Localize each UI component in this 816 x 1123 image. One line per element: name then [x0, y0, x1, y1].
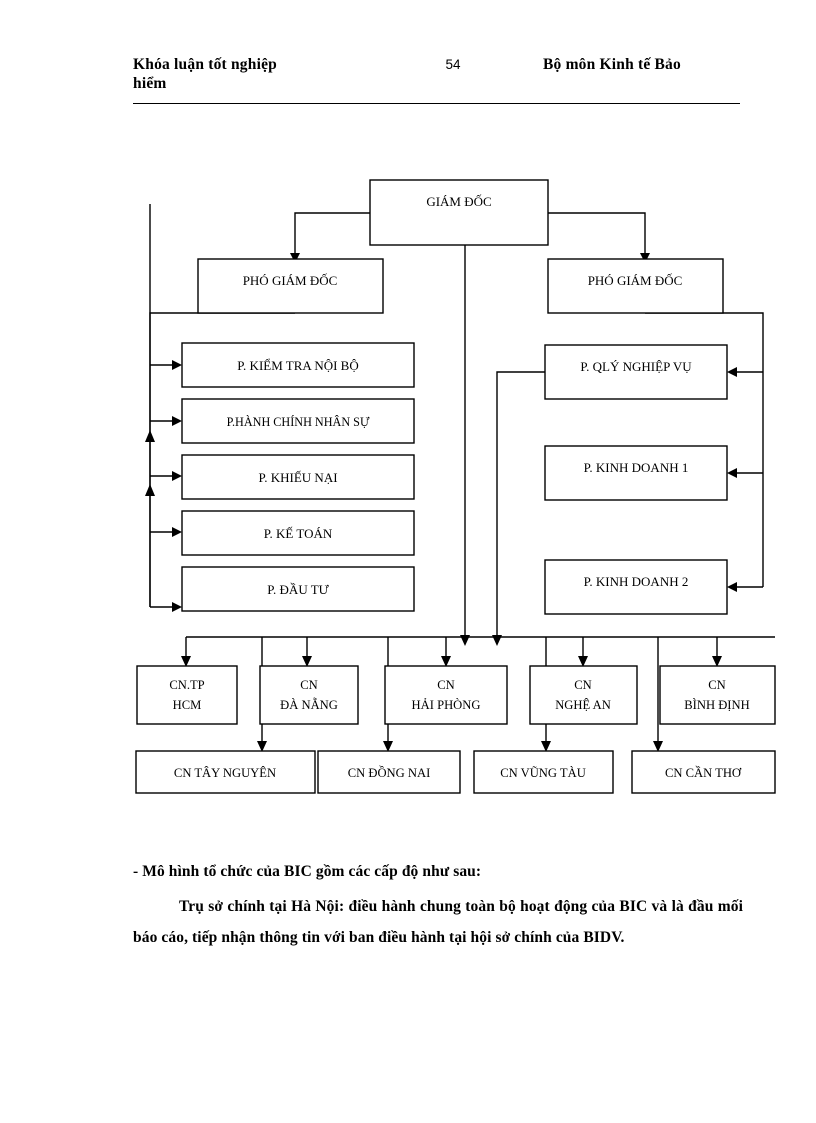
arrowhead-right-dept-3: [727, 582, 737, 592]
page-header: Khóa luận tốt nghiệp hiểm 54 Bộ môn Kinh…: [133, 55, 740, 105]
header-left-text: Khóa luận tốt nghiệp hiểm: [133, 55, 383, 93]
node-deputy-right[interactable]: PHÓ GIÁM ĐỐC: [547, 258, 724, 314]
node-branch-5[interactable]: CN BÌNH ĐỊNH: [659, 665, 776, 725]
arrowhead-branch-3: [441, 656, 451, 667]
arrowhead-left-dept-5: [172, 602, 182, 612]
node-branch-1-line2: HCM: [173, 698, 202, 712]
marker-up-1: [145, 430, 155, 442]
arrowhead-deputy-right: [640, 253, 650, 263]
node-branch2-2-label: CN ĐỒNG NAI: [348, 765, 431, 780]
node-left-dept-1-label: P. KIỂM TRA NỘI BỘ: [237, 358, 358, 373]
node-right-dept-3[interactable]: P. KINH DOANH 2: [544, 559, 728, 615]
arrowhead-left-dept-3: [172, 471, 182, 481]
node-director-label: GIÁM ĐỐC: [426, 194, 491, 209]
node-branch-1[interactable]: CN.TP HCM: [136, 665, 238, 725]
header-left-line1: Khóa luận tốt nghiệp: [133, 56, 277, 73]
node-left-dept-5[interactable]: P. ĐẦU TƯ: [181, 566, 415, 612]
header-left-line2: hiểm: [133, 75, 167, 92]
node-branch-1-line1: CN.TP: [169, 678, 204, 692]
arrowhead-branch2-4: [653, 741, 663, 752]
node-right-dept-2[interactable]: P. KINH DOANH 1: [544, 445, 728, 501]
node-director[interactable]: GIÁM ĐỐC: [369, 179, 549, 246]
marker-up-2: [145, 484, 155, 496]
arrowhead-branch2-3: [541, 741, 551, 752]
node-right-dept-1[interactable]: P. QLÝ NGHIỆP VỤ: [544, 344, 728, 400]
arrowhead-branch-5: [712, 656, 722, 667]
arrowhead-right-dept-1: [727, 367, 737, 377]
node-branch2-3-label: CN VŨNG TÀU: [500, 766, 586, 780]
node-branch-2[interactable]: CN ĐÀ NẴNG: [259, 665, 359, 725]
node-left-dept-4[interactable]: P. KẾ TOÁN: [181, 510, 415, 556]
link-director-deputy-left: [294, 212, 370, 253]
arrowhead-branch2-1: [257, 741, 267, 752]
node-branch2-1-label: CN TÂY NGUYÊN: [174, 766, 276, 780]
node-branch-5-line1: CN: [708, 678, 726, 692]
node-branch-2-line2: ĐÀ NẴNG: [280, 697, 338, 712]
arrowhead-right-dept-2: [727, 468, 737, 478]
link-qly-branches: [496, 371, 545, 635]
page-number: 54: [445, 57, 461, 72]
node-left-dept-3-label: P. KHIẾU NẠI: [258, 470, 337, 485]
arrowhead-director-branches: [460, 635, 470, 646]
header-right-text: Bộ môn Kinh tế Bảo: [543, 56, 681, 73]
node-branch-5-line2: BÌNH ĐỊNH: [684, 698, 749, 712]
node-branch-2-line1: CN: [300, 678, 318, 692]
arrowhead-branch2-2: [383, 741, 393, 752]
node-right-dept-1-label: P. QLÝ NGHIỆP VỤ: [580, 359, 692, 374]
node-branch2-1[interactable]: CN TÂY NGUYÊN: [135, 750, 316, 794]
node-branch-4-line1: CN: [574, 678, 592, 692]
arrowhead-left-dept-1: [172, 360, 182, 370]
node-deputy-left[interactable]: PHÓ GIÁM ĐỐC: [197, 258, 384, 314]
node-branch-3-line2: HẢI PHÒNG: [412, 698, 481, 712]
node-right-dept-3-label: P. KINH DOANH 2: [584, 574, 689, 589]
arrowhead-branch-1: [181, 656, 191, 667]
node-left-dept-2[interactable]: P.HÀNH CHÍNH NHÂN SỰ: [181, 398, 415, 444]
arrowhead-branch-4: [578, 656, 588, 667]
node-deputy-left-label: PHÓ GIÁM ĐỐC: [243, 273, 338, 288]
node-branch-4-line2: NGHỆ AN: [555, 698, 611, 712]
arrowhead-left-dept-4: [172, 527, 182, 537]
org-chart: GIÁM ĐỐC PHÓ GIÁM ĐỐC PHÓ GIÁM ĐỐC P. KI…: [0, 160, 816, 820]
node-left-dept-4-label: P. KẾ TOÁN: [264, 526, 333, 541]
body-paragraph-1: - Mô hình tổ chức của BIC gồm các cấp độ…: [133, 863, 482, 880]
node-branch-3-line1: CN: [437, 678, 455, 692]
node-branch2-3[interactable]: CN VŨNG TÀU: [473, 750, 614, 794]
node-left-dept-1[interactable]: P. KIỂM TRA NỘI BỘ: [181, 342, 415, 388]
arrowhead-left-dept-2: [172, 416, 182, 426]
node-branch-3[interactable]: CN HẢI PHÒNG: [384, 665, 508, 725]
arrowhead-deputy-left: [290, 253, 300, 263]
node-left-dept-5-label: P. ĐẦU TƯ: [267, 582, 329, 597]
node-branch2-4-label: CN CẦN THƠ: [665, 765, 742, 780]
link-director-deputy-right: [548, 212, 646, 253]
node-branch2-2[interactable]: CN ĐỒNG NAI: [317, 750, 461, 794]
node-branch-4[interactable]: CN NGHỆ AN: [529, 665, 638, 725]
node-left-dept-3[interactable]: P. KHIẾU NẠI: [181, 454, 415, 500]
arrowhead-qly-branches: [492, 635, 502, 646]
node-left-dept-2-label: P.HÀNH CHÍNH NHÂN SỰ: [227, 415, 370, 429]
header-rule: [133, 103, 740, 104]
body-paragraph-2: Trụ sở chính tại Hà Nội: điều hành chung…: [133, 898, 743, 946]
node-deputy-right-label: PHÓ GIÁM ĐỐC: [588, 273, 683, 288]
node-right-dept-2-label: P. KINH DOANH 1: [584, 460, 689, 475]
body-copy: - Mô hình tổ chức của BIC gồm các cấp độ…: [133, 856, 743, 953]
arrowhead-branch-2: [302, 656, 312, 667]
node-branch2-4[interactable]: CN CẦN THƠ: [631, 750, 776, 794]
